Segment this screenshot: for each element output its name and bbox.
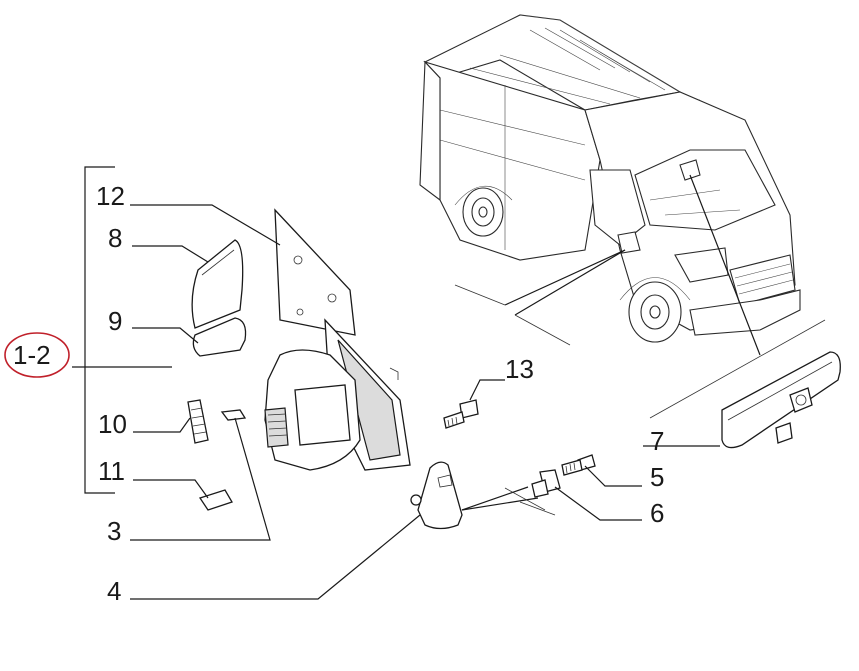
highlight-circle [4, 332, 70, 378]
van-illustration [419, 14, 801, 343]
callout-7: 7 [650, 426, 664, 456]
callout-1-2: 1-2 [13, 340, 51, 370]
callout-3: 3 [107, 516, 121, 546]
callout-12: 12 [96, 181, 125, 211]
callout-labels: 12 8 9 1-2 10 11 3 4 13 5 6 7 [13, 181, 664, 606]
callout-5: 5 [650, 462, 664, 492]
van-leader-lines [454, 174, 826, 419]
part-6-bolt [531, 469, 561, 498]
assembly-bracket [72, 166, 172, 494]
part-12-mirror-plate [274, 208, 356, 336]
callout-9: 9 [108, 306, 122, 336]
part-13-screw [443, 399, 479, 429]
part-7-interior-mirror [721, 351, 841, 449]
part-8-upper-mirror-glass [191, 239, 244, 329]
callout-8: 8 [108, 223, 122, 253]
callout-13: 13 [505, 354, 534, 384]
part-11-small-lens [198, 489, 233, 511]
callout-leaders [130, 204, 720, 600]
part-10-indicator-lens [187, 399, 209, 444]
callout-10: 10 [98, 409, 127, 439]
part-4-base-cover [410, 461, 463, 530]
part-3-clip [220, 409, 247, 421]
callout-6: 6 [650, 498, 664, 528]
callout-4: 4 [107, 576, 121, 606]
exterior-mirror-housing [264, 318, 411, 471]
callout-11: 11 [98, 456, 125, 486]
part-5-screw [561, 454, 596, 476]
part-9-lower-mirror-glass [192, 317, 247, 357]
